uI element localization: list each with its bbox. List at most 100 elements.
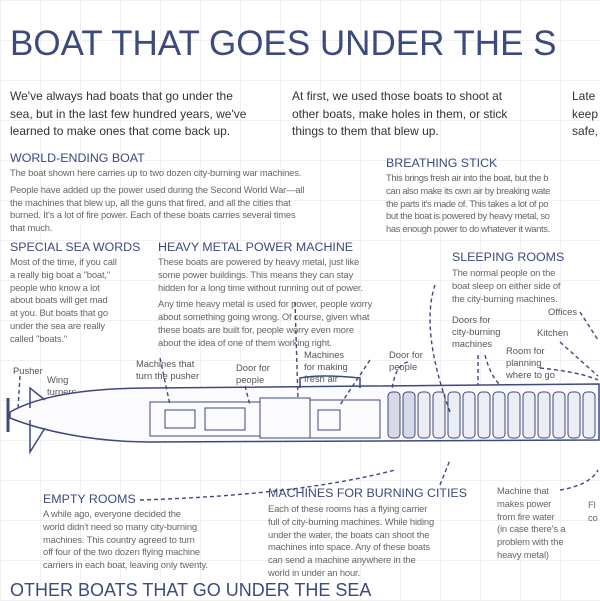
intro-column-2: At first, we used those boats to shoot a… bbox=[292, 88, 507, 141]
text-line: makes power bbox=[497, 497, 552, 509]
text-line: The boat shown here carries up to two do… bbox=[10, 167, 302, 178]
missile-tube bbox=[462, 391, 476, 439]
text-line: Any time heavy metal is used for power, … bbox=[158, 298, 373, 310]
text-line: where to go bbox=[506, 369, 555, 380]
text-line: Pusher bbox=[13, 365, 43, 376]
engine-room bbox=[149, 397, 381, 439]
text-line: heavy metal) bbox=[497, 548, 549, 560]
machines-for-burning-cities-heading: MACHINES FOR BURNING CITIES bbox=[268, 486, 467, 500]
text-line: People have added up the power used duri… bbox=[10, 183, 305, 195]
text-line: a really big boat a "boat," bbox=[10, 268, 111, 280]
breathing-stick-heading: BREATHING STICK bbox=[386, 156, 498, 170]
text-line: the city-burning machines. bbox=[452, 292, 558, 304]
missile-tube bbox=[507, 391, 521, 439]
text-line: This brings fresh air into the boat, but… bbox=[386, 172, 549, 183]
missile-tubes bbox=[387, 391, 596, 439]
text-line: called "boats." bbox=[10, 332, 68, 344]
missile-tube bbox=[567, 391, 581, 439]
intro-column-3: Late keep safe, bbox=[572, 88, 598, 141]
label-pusher: Pusher bbox=[13, 365, 43, 377]
text-line: has enough power to do whatever it wants… bbox=[386, 223, 550, 235]
text-line: about boats will get mad bbox=[10, 294, 108, 306]
text-line: hidden for a long time without running o… bbox=[158, 281, 363, 293]
text-line: Machine that bbox=[497, 485, 549, 496]
text-line: keep bbox=[572, 106, 599, 121]
text-line: The normal people on the bbox=[452, 267, 556, 278]
special-sea-words-heading: SPECIAL SEA WORDS bbox=[10, 240, 141, 254]
text-line: that much. bbox=[10, 222, 53, 234]
text-line: city-burning bbox=[452, 326, 501, 337]
text-line: some power buildings. This means they ca… bbox=[158, 268, 354, 280]
text-line: At first, we used those boats to shoot a… bbox=[292, 89, 503, 103]
pointer-arrows bbox=[17, 284, 599, 501]
text-line: machines bbox=[452, 338, 493, 349]
text-line: turn the pusher bbox=[136, 370, 200, 381]
missile-tube bbox=[552, 391, 566, 439]
missile-tube bbox=[477, 391, 491, 439]
text-line: Kitchen bbox=[537, 327, 569, 338]
text-line: boat sleep on either side of bbox=[452, 279, 561, 291]
world-ending-boat-heading: WORLD-ENDING BOAT bbox=[10, 151, 145, 165]
text-line: turners bbox=[47, 386, 77, 397]
heavy-metal-power-machine-heading: HEAVY METAL POWER MACHINE bbox=[158, 240, 354, 254]
text-line: safe, bbox=[572, 124, 599, 138]
text-line: Room for bbox=[506, 345, 545, 356]
missile-tube bbox=[582, 391, 596, 439]
breathing-stick-body: This brings fresh air into the boat, but… bbox=[386, 172, 550, 236]
missile-tube bbox=[402, 391, 416, 439]
text-line: co bbox=[588, 511, 598, 523]
missile-tube bbox=[417, 391, 431, 439]
text-line: We've always had boats that go under the bbox=[10, 89, 233, 103]
world-ending-boat-body: The boat shown here carries up to two do… bbox=[10, 167, 304, 235]
text-line: Doors for bbox=[452, 314, 491, 325]
rudder bbox=[29, 386, 46, 455]
text-line: These boats are powered by heavy metal, … bbox=[158, 256, 360, 267]
text-line: Door for bbox=[236, 362, 270, 373]
text-line: machines. This country agreed to turn bbox=[43, 533, 195, 545]
text-line: Most of the time, if you call bbox=[10, 256, 117, 267]
missile-tube bbox=[492, 391, 506, 439]
text-line: carriers in each boat, leaving only twen… bbox=[43, 559, 208, 571]
missile-tube bbox=[432, 391, 446, 439]
empty-rooms-heading: EMPTY ROOMS bbox=[43, 492, 136, 506]
text-line: full of city-burning machines. While hid… bbox=[268, 515, 435, 527]
text-line: things to them that blew up. bbox=[292, 124, 439, 138]
text-line: these boats are built for, people worry … bbox=[158, 323, 354, 335]
intro-column-1: We've always had boats that go under the… bbox=[10, 88, 246, 141]
text-line: problem with the bbox=[497, 536, 564, 548]
text-line: burned. It's a lot of fire power. Each o… bbox=[10, 209, 296, 221]
text-line: world in under an hour. bbox=[268, 566, 360, 578]
text-line: for making bbox=[304, 361, 348, 372]
text-line: Door for bbox=[389, 349, 423, 360]
missile-tube bbox=[537, 391, 551, 439]
text-line: people who know a lot bbox=[10, 281, 100, 293]
missile-tube bbox=[522, 391, 536, 439]
heavy-metal-power-machine-body: These boats are powered by heavy metal, … bbox=[158, 256, 372, 350]
text-line: the machines that blew up, all the guns … bbox=[10, 196, 291, 208]
text-line: A while ago, everyone decided the bbox=[43, 508, 181, 519]
text-line: Offices bbox=[548, 306, 578, 317]
label-offices: Offices bbox=[548, 306, 577, 318]
text-line: from fire water bbox=[497, 510, 555, 522]
text-line: Late bbox=[572, 89, 596, 103]
text-line: fresh air bbox=[304, 373, 338, 384]
sail bbox=[299, 375, 361, 388]
text-line: off four of the two dozen flying machine bbox=[43, 546, 200, 558]
text-line: can also make its own air by breaking wa… bbox=[386, 184, 551, 196]
text-line: under the sea are really bbox=[10, 319, 105, 331]
text-line: Each of these rooms has a flying carrier bbox=[268, 503, 428, 514]
text-line: Machines that bbox=[136, 358, 195, 369]
text-line: Wing bbox=[47, 374, 69, 385]
label-kitchen: Kitchen bbox=[537, 327, 568, 339]
text-line: planning bbox=[506, 357, 542, 368]
text-line: about something going wrong. Of course, … bbox=[158, 311, 370, 323]
